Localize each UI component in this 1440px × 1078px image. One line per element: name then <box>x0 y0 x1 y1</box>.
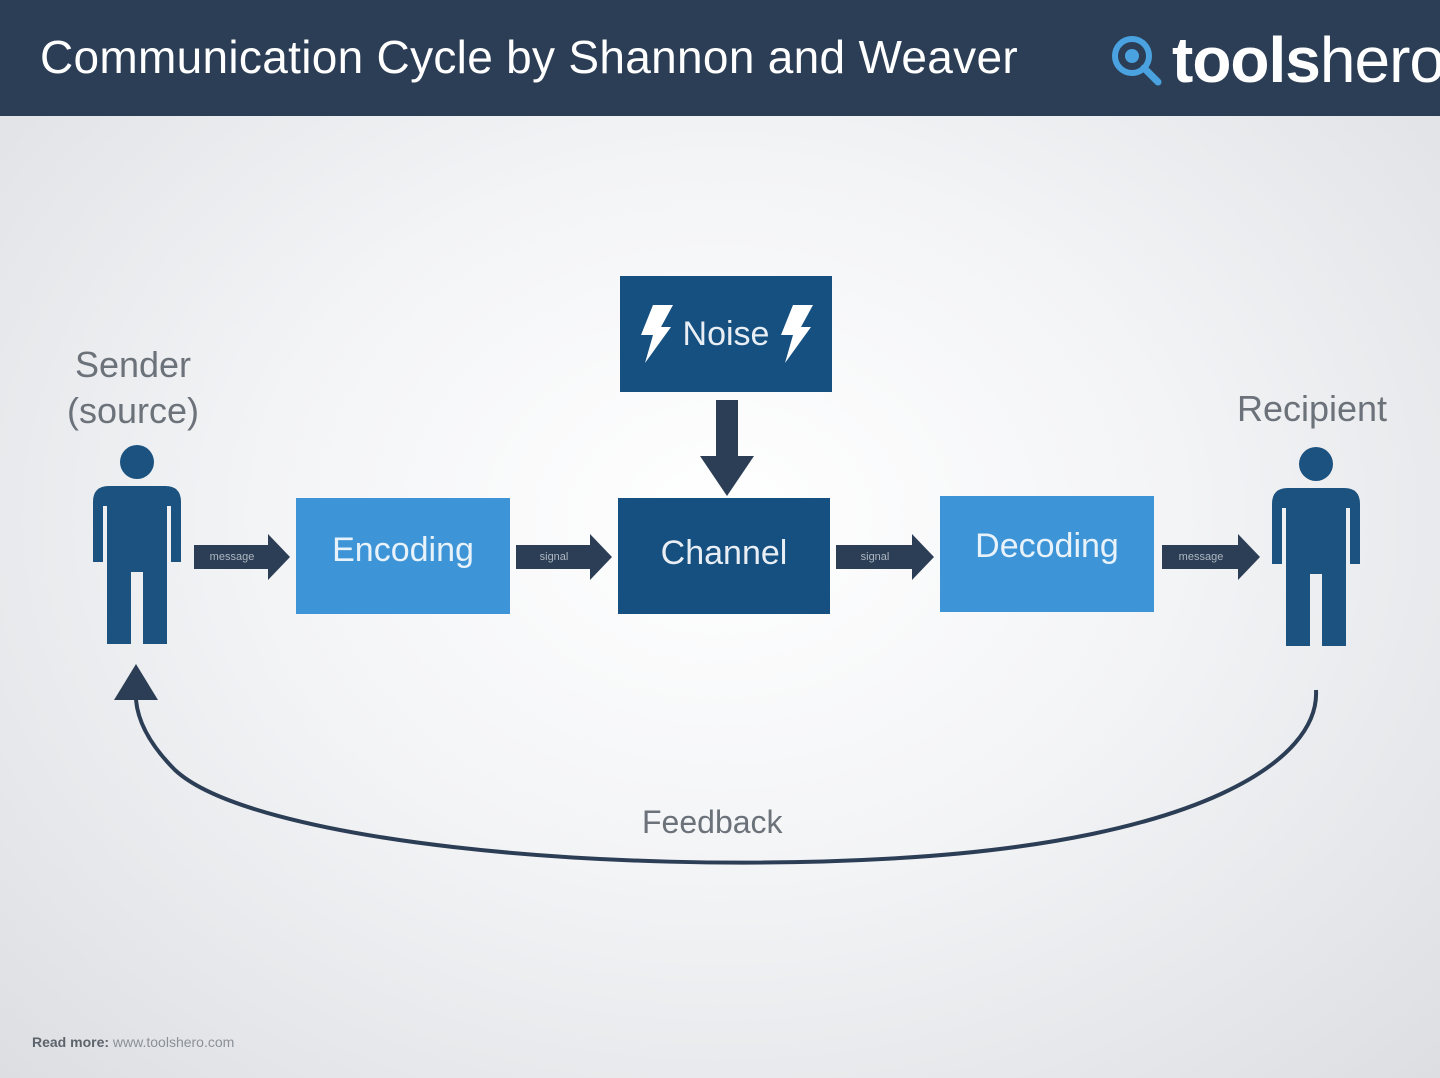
arrow-head <box>268 534 290 580</box>
footer-url[interactable]: www.toolshero.com <box>112 1034 235 1050</box>
sender-to-encoding-arrow: message <box>194 534 290 580</box>
page-title: Communication Cycle by Shannon and Weave… <box>40 31 1018 83</box>
recipient-label-text: Recipient <box>1236 388 1388 429</box>
lightning-icon <box>781 305 814 363</box>
arrow-label: signal <box>516 545 592 569</box>
encoding-to-channel-arrow: signal <box>516 534 612 580</box>
encoding-label: Encoding <box>332 530 474 569</box>
feedback-path <box>134 689 1319 865</box>
feedback-arrowhead <box>114 664 158 700</box>
brand-wordmark-light: hero <box>1319 24 1440 96</box>
decoding-label: Decoding <box>975 526 1119 565</box>
channel-to-decoding-arrow: signal <box>836 534 934 580</box>
decoding-box: Decoding <box>940 496 1154 612</box>
sender-label-line2: (source) <box>66 390 200 431</box>
arrow-label: message <box>1162 545 1240 569</box>
footer-credit: Read more: www.toolshero.com <box>32 1034 234 1050</box>
arrow-head <box>590 534 612 580</box>
recipient-person-icon <box>1272 447 1360 646</box>
brand-wordmark: toolshero <box>1172 24 1440 96</box>
arrow-head <box>912 534 934 580</box>
noise-box: Noise <box>620 276 832 392</box>
noise-to-channel-arrow <box>700 400 754 496</box>
arrow-label: signal <box>836 545 914 569</box>
sender-label-line1: Sender <box>74 344 192 385</box>
sender-person-icon <box>93 445 181 644</box>
feedback-label: Feedback <box>642 804 783 840</box>
magnifier-icon <box>1112 36 1162 86</box>
encoding-box: Encoding <box>296 498 510 614</box>
arrow-label: message <box>194 545 270 569</box>
lightning-icon <box>640 305 673 363</box>
channel-box: Channel <box>618 498 830 614</box>
header-bar: Communication Cycle by Shannon and Weave… <box>0 0 1440 116</box>
brand-wordmark-bold: tools <box>1172 24 1321 96</box>
noise-label: Noise <box>682 314 770 353</box>
arrow-head <box>1238 534 1260 580</box>
decoding-to-recipient-arrow: message <box>1162 534 1260 580</box>
footer-read-more: Read more: <box>32 1034 110 1050</box>
channel-label: Channel <box>660 533 788 572</box>
sender-label: Sender (source) <box>58 342 208 434</box>
recipient-label: Recipient <box>1222 386 1402 432</box>
